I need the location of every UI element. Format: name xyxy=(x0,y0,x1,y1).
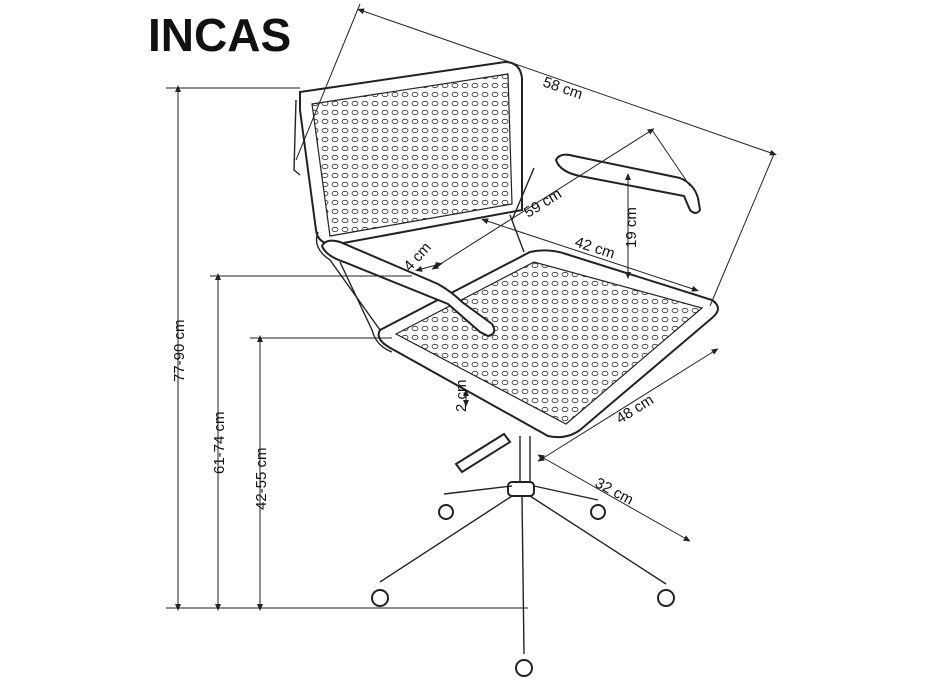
dim-61-74cm-label: 61-74 cm xyxy=(211,411,228,474)
dim-2cm-label: 2 cm xyxy=(453,379,470,412)
dim-58cm-label: 58 cm xyxy=(541,74,585,103)
backrest xyxy=(293,60,523,246)
dim-77-90cm-label: 77-90 cm xyxy=(171,319,188,382)
product-title: INCAS xyxy=(148,9,292,61)
dim-32cm-label: 32 cm xyxy=(592,475,636,509)
dimension-lines xyxy=(166,3,777,611)
seat xyxy=(377,249,719,439)
chair-base xyxy=(371,432,675,677)
dim-59cm-label: 59 cm xyxy=(521,185,565,221)
dim-42-55cm-label: 42-55 cm xyxy=(253,447,270,510)
armrest-left xyxy=(320,239,496,338)
dim-19cm-label: 19 cm xyxy=(623,207,640,248)
